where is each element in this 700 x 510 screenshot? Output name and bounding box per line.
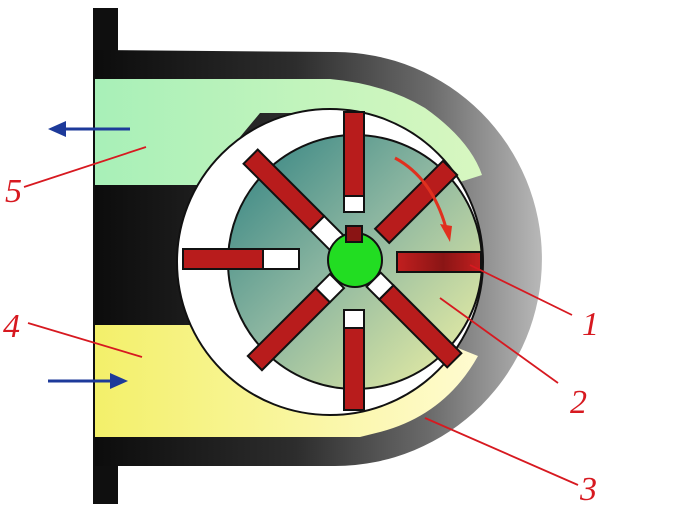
vane-lower-left [246, 272, 346, 372]
vane-upper-right [373, 159, 459, 245]
leader-line-1 [469, 264, 573, 316]
rotation-arrowhead [440, 224, 452, 242]
arrow-right-icon [48, 373, 128, 389]
vane-lower-right [365, 271, 463, 369]
leader-line-2 [439, 297, 559, 384]
leader-lines [23, 146, 579, 486]
label-inlet-port: 4 [3, 308, 20, 345]
label-rotor: 2 [570, 384, 587, 421]
vanes [182, 111, 482, 411]
shaft [327, 225, 383, 288]
shaft-key [345, 225, 363, 243]
label-vane: 1 [582, 306, 599, 343]
leader-line-5 [23, 146, 147, 188]
vane-top [343, 111, 365, 213]
leader-line-3 [424, 417, 579, 486]
leader-line-4 [27, 322, 143, 358]
vane-left [182, 248, 300, 270]
arrow-left-icon [48, 121, 130, 137]
vane-right[interactable] [396, 251, 482, 273]
inlet-chamber [95, 325, 478, 437]
label-stator-housing: 3 [579, 471, 597, 508]
vane-upper-left [242, 148, 346, 252]
vane-bottom [343, 309, 365, 411]
label-outlet-port: 5 [5, 173, 22, 210]
outlet-chamber [95, 79, 482, 185]
curved-arrow-clockwise-icon [394, 156, 448, 229]
